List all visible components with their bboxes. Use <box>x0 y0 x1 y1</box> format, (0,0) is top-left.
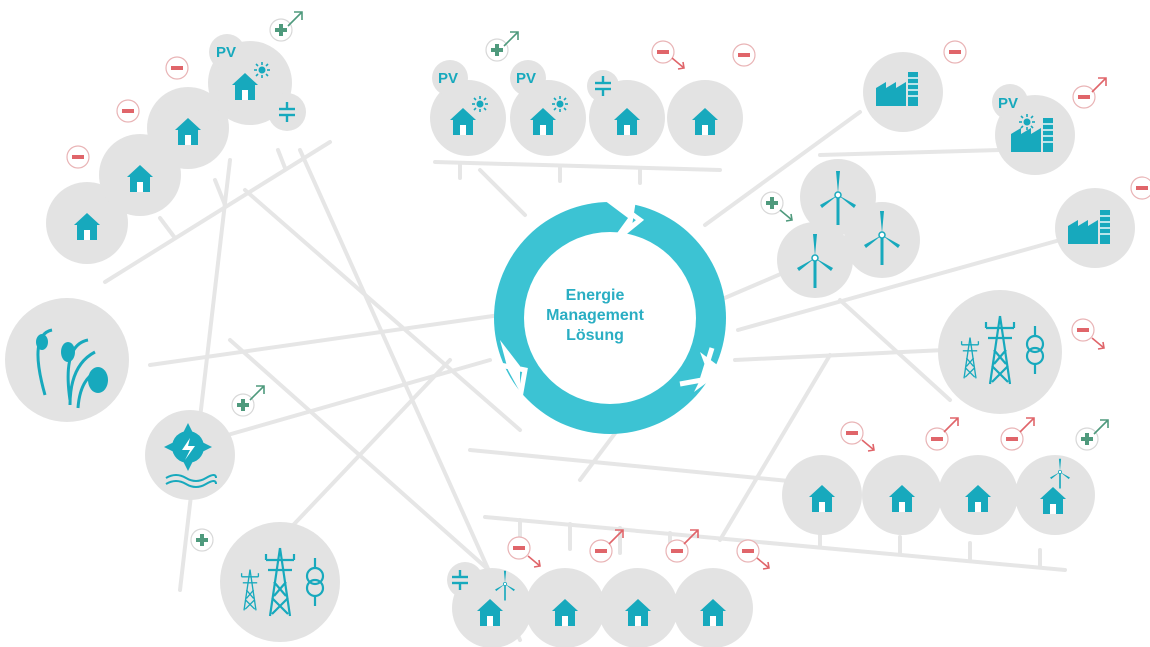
minus-badge-icon <box>732 43 756 67</box>
minus-badge-icon <box>1130 176 1150 200</box>
sun-icon <box>551 95 569 113</box>
plus-badge-icon <box>485 38 509 62</box>
minus-badge-icon <box>507 536 531 560</box>
plus-badge-icon <box>1075 427 1099 451</box>
sun-icon <box>253 61 271 79</box>
plus-badge-icon <box>190 528 214 552</box>
minus-badge-icon <box>1072 85 1096 109</box>
energy-cycle-ring <box>494 197 726 434</box>
pv-label: PV <box>438 70 458 87</box>
pv-labels: PV PV PV PV <box>216 44 1018 112</box>
center-label-line3: Lösung <box>566 327 624 344</box>
minus-badge-icon <box>736 539 760 563</box>
center-label-line2: Management <box>546 307 644 324</box>
minus-badge-icon <box>943 40 967 64</box>
node-bubbles <box>5 34 1135 647</box>
sun-icon <box>471 95 489 113</box>
minus-badge-icon <box>66 145 90 169</box>
plus-badge-icon <box>231 393 255 417</box>
sun-icon <box>1018 113 1036 131</box>
minus-badge-icon <box>1071 318 1095 342</box>
center-label: Energie Management Lösung <box>520 286 670 346</box>
minus-badge-icon <box>165 56 189 80</box>
water-turbine-icon <box>164 423 217 488</box>
minus-badge-icon <box>116 99 140 123</box>
pv-label: PV <box>516 70 536 87</box>
minus-badge-icon <box>651 40 675 64</box>
plus-badge-icon <box>269 18 293 42</box>
pv-label: PV <box>216 44 236 61</box>
pv-label: PV <box>998 95 1018 112</box>
bulb-icons <box>36 334 108 393</box>
power-grid-lines <box>103 110 1067 642</box>
plus-badges <box>190 11 1109 552</box>
minus-badge-icon <box>840 421 864 445</box>
center-label-line1: Energie <box>565 287 625 304</box>
